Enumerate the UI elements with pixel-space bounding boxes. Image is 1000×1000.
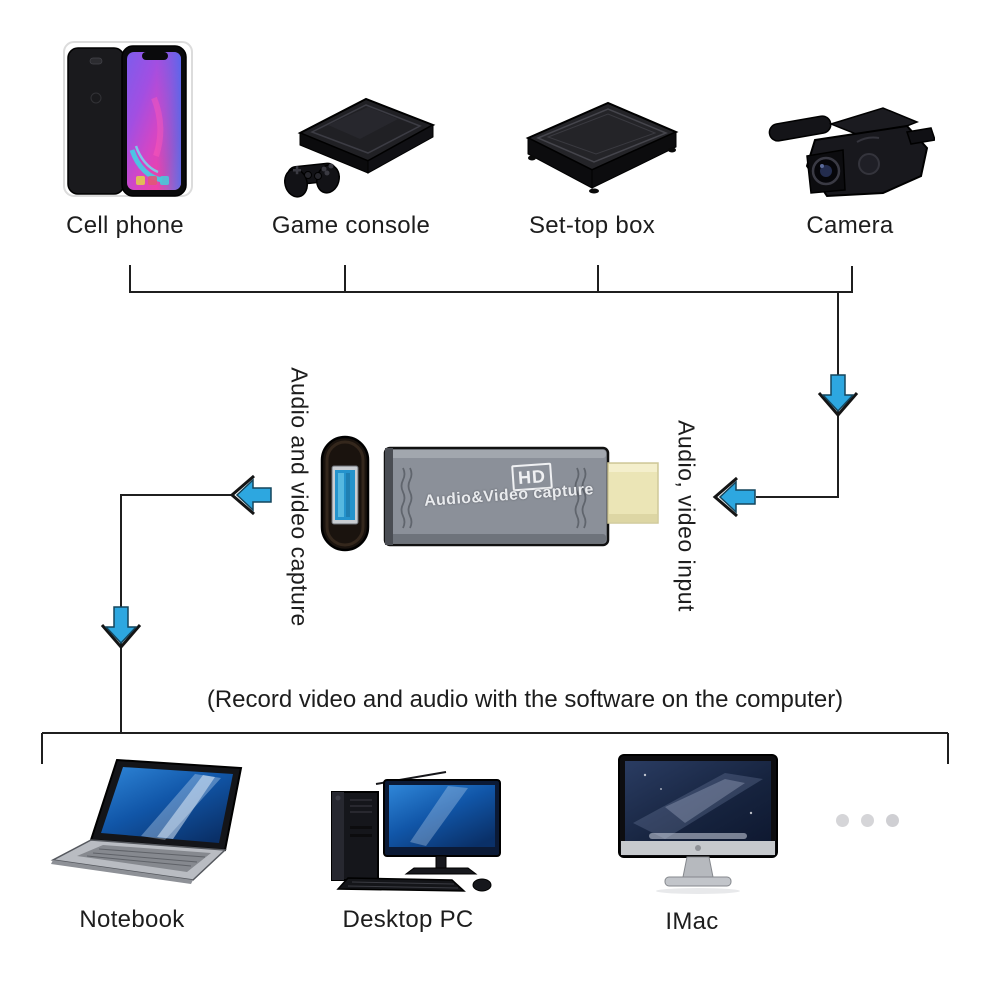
label-audio-video-input: Audio, video input	[673, 420, 700, 612]
label-audio-video-capture: Audio and video capture	[286, 367, 313, 627]
ellipsis-dot	[886, 814, 899, 827]
label-camera: Camera	[806, 212, 894, 239]
arrow-left-input	[712, 476, 756, 518]
arrow-down-computers	[100, 606, 142, 650]
label-game-console: Game console	[271, 212, 431, 239]
label-set-top-box: Set-top box	[528, 212, 656, 239]
label-desktop-pc: Desktop PC	[342, 906, 474, 933]
label-cell-phone: Cell phone	[66, 212, 184, 239]
notebook-illustration	[50, 758, 243, 884]
label-notebook: Notebook	[79, 906, 185, 933]
imac-illustration	[618, 754, 778, 894]
more-devices-ellipsis	[836, 814, 899, 827]
arrow-down-camera	[817, 374, 859, 418]
camera-to-device-line	[756, 292, 839, 498]
game-controller	[284, 162, 340, 198]
camera-illustration	[768, 107, 935, 198]
arrow-left-output	[229, 474, 272, 516]
device-to-computers-line	[120, 494, 231, 733]
caption-record-note: (Record video and audio with the softwar…	[206, 686, 844, 713]
label-imac: IMac	[665, 908, 719, 935]
game-console-illustration	[284, 97, 436, 198]
desktop-pc-illustration	[331, 771, 501, 892]
capture-card-body	[383, 446, 610, 547]
set-top-box-illustration	[525, 101, 679, 194]
ellipsis-dot	[836, 814, 849, 827]
ellipsis-dot	[861, 814, 874, 827]
top-bus-line	[129, 265, 853, 293]
bottom-bus-line	[41, 732, 949, 764]
usb-connector-end	[320, 435, 370, 552]
cell-phone-illustration	[63, 41, 193, 197]
capture-card-illustration	[320, 435, 659, 552]
hdmi-connector	[607, 462, 659, 524]
